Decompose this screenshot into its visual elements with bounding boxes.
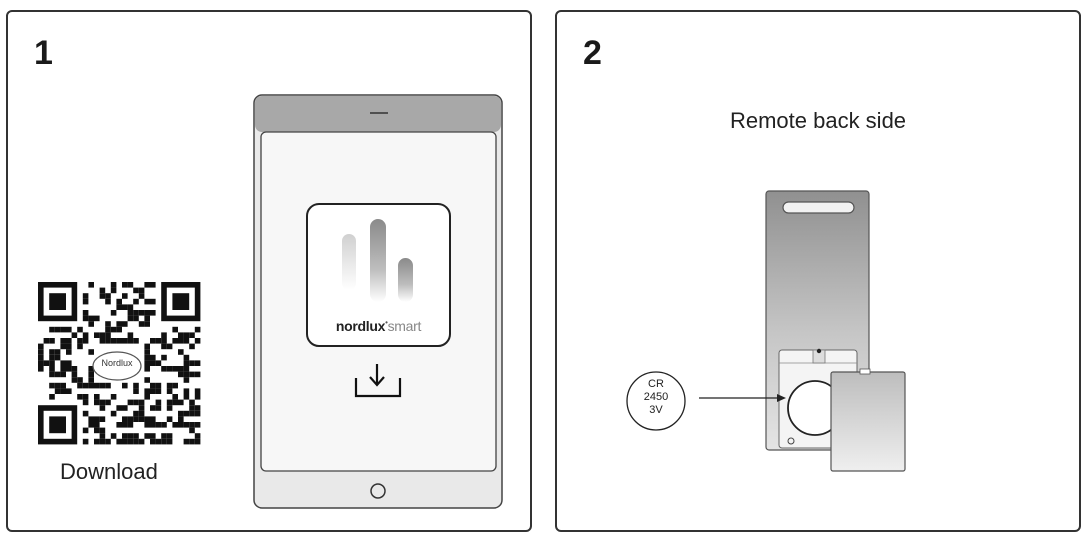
- step-number: 2: [583, 34, 602, 72]
- step-number: 1: [34, 34, 53, 72]
- app-logo-bar-1: [342, 234, 356, 290]
- pointer-arrowhead: [777, 394, 786, 402]
- app-logo-bar-3: [398, 258, 413, 302]
- battery-label: CR 2450 3V: [627, 378, 685, 417]
- battery-voltage: 3V: [649, 404, 663, 416]
- compartment-screw: [787, 437, 795, 445]
- app-logo-bar-2: [370, 219, 386, 302]
- qr-code-matrix: [38, 282, 201, 445]
- remote-title: Remote back side: [729, 108, 907, 133]
- remote-slot: [782, 201, 855, 214]
- qr-brand-label: Nordlux: [101, 358, 133, 368]
- battery-model: 2450: [643, 391, 669, 403]
- tablet-top-bezel: [255, 96, 501, 132]
- battery-type: CR: [648, 378, 664, 390]
- download-label: Download: [60, 459, 158, 484]
- step-1-panel: 1 Nordlux Download: [6, 10, 532, 532]
- battery-label-circle: [626, 371, 686, 431]
- compartment-dot: [816, 348, 822, 354]
- app-brand-label: nordlux•smart: [307, 318, 450, 334]
- home-button: [370, 483, 386, 499]
- qr-center-badge: [92, 351, 142, 381]
- qr-code: [38, 282, 201, 445]
- step-2-panel: 2 Remote back side: [555, 10, 1081, 532]
- app-brand-main: nordlux: [335, 318, 386, 334]
- app-brand-suffix: smart: [387, 318, 422, 334]
- battery-cover: [830, 371, 906, 472]
- download-icon: [354, 364, 402, 398]
- tablet-illustration: [253, 94, 503, 509]
- remote-illustration: [626, 190, 906, 472]
- app-brand-dot: •: [385, 318, 388, 327]
